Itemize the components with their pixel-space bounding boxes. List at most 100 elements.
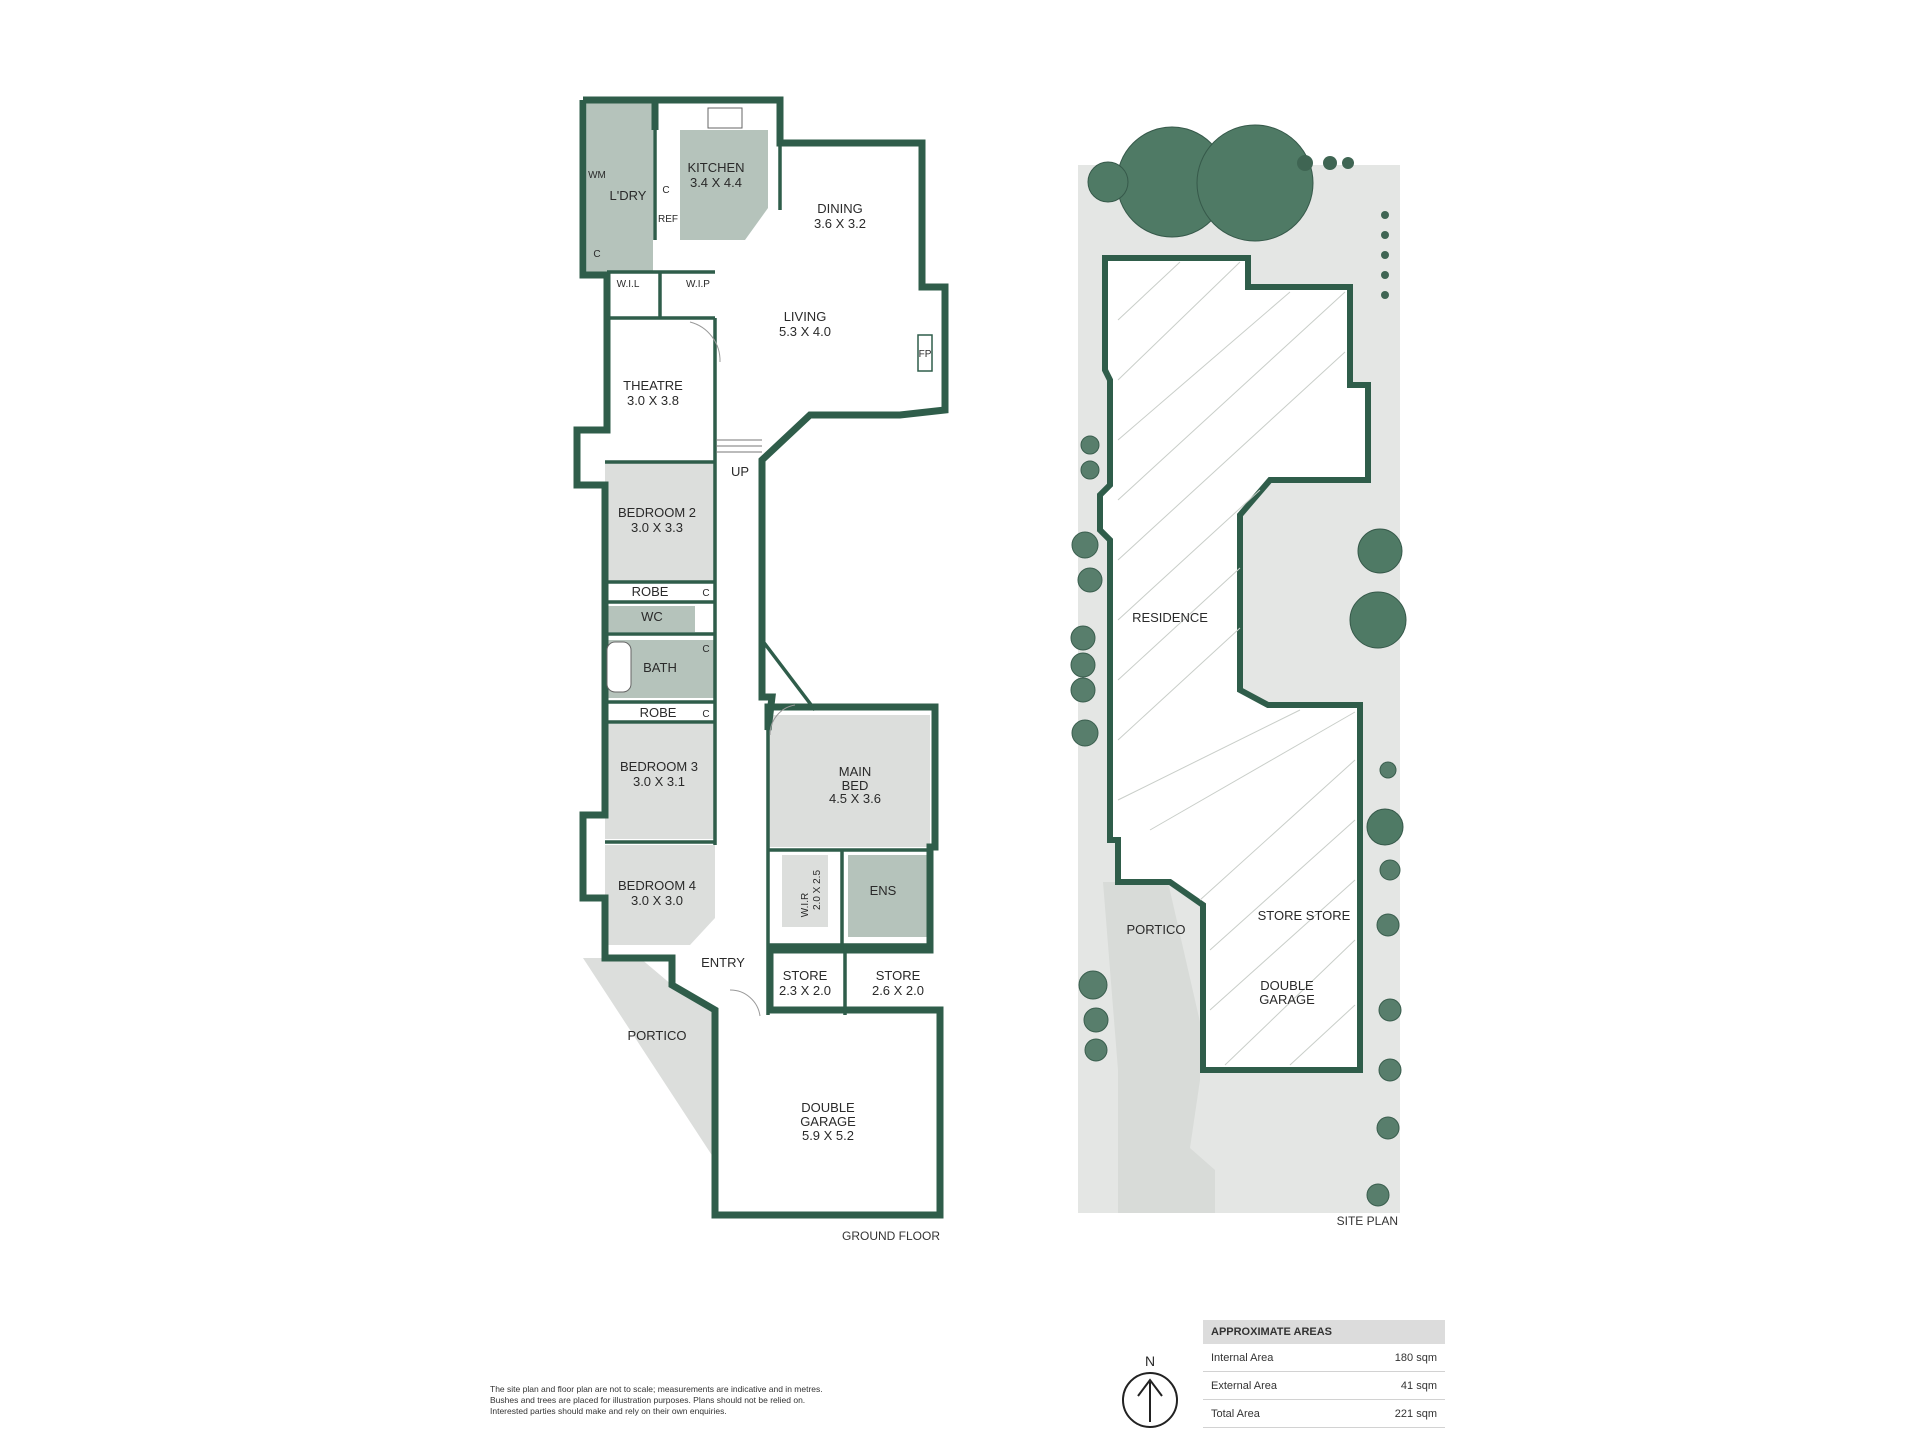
areas-row: Total Area 221 sqm bbox=[1203, 1399, 1445, 1428]
residence-footprint bbox=[1097, 255, 1371, 1073]
disclaimer-line: Bushes and trees are placed for illustra… bbox=[490, 1395, 806, 1405]
label-c-bath: C bbox=[702, 644, 709, 655]
shrub-icon bbox=[1070, 625, 1096, 651]
sink-icon bbox=[707, 107, 743, 129]
main-bed-fill bbox=[768, 715, 930, 847]
shrubs bbox=[1070, 435, 1402, 1207]
areas-header-row: APPROXIMATE AREAS bbox=[1203, 1320, 1445, 1344]
tree-icon bbox=[1366, 808, 1404, 846]
ground-floor-plan: L'DRY KITCHEN 3.4 X 4.4 DINING 3.6 X 3.2… bbox=[573, 96, 949, 1243]
room-label-theatre: THEATRE bbox=[623, 378, 683, 393]
bedroom-4-fill bbox=[605, 845, 715, 945]
room-size-main-bed: 4.5 X 3.6 bbox=[829, 791, 881, 806]
room-label-living: LIVING bbox=[784, 309, 827, 324]
shrub-icon bbox=[1376, 1116, 1400, 1140]
label-wir: W.I.R bbox=[800, 893, 811, 917]
site-label-residence: RESIDENCE bbox=[1132, 610, 1208, 625]
label-c-robe-2: C bbox=[702, 709, 709, 720]
room-label-bedroom-3: BEDROOM 3 bbox=[620, 759, 698, 774]
room-size-bedroom-2: 3.0 X 3.3 bbox=[631, 520, 683, 535]
label-ens: ENS bbox=[870, 883, 897, 898]
label-portico: PORTICO bbox=[628, 1028, 687, 1043]
tree-icon bbox=[1196, 124, 1314, 242]
room-size-bedroom-4: 3.0 X 3.0 bbox=[631, 893, 683, 908]
room-label-dining: DINING bbox=[817, 201, 863, 216]
compass-label: N bbox=[1145, 1353, 1155, 1369]
room-label-bath: BATH bbox=[643, 660, 677, 675]
tree-icon bbox=[1349, 591, 1407, 649]
hedge-dots bbox=[1297, 155, 1389, 299]
stairs-icon bbox=[716, 439, 762, 453]
bedroom-2-fill bbox=[605, 462, 715, 582]
wir-fill bbox=[782, 855, 828, 927]
label-wc: WC bbox=[641, 609, 663, 624]
approximate-areas-table: APPROXIMATE AREAS Internal Area 180 sqm … bbox=[1203, 1320, 1445, 1428]
shrub-icon bbox=[1077, 567, 1103, 593]
outer-wall bbox=[573, 96, 949, 1219]
shrub-icon bbox=[1376, 913, 1400, 937]
site-label-store-store: STORE STORE bbox=[1258, 908, 1351, 923]
shrub-icon bbox=[1080, 460, 1100, 480]
north-compass: N bbox=[1122, 1353, 1178, 1428]
label-c-laundry: C bbox=[593, 249, 600, 260]
door-swing-icon-3 bbox=[769, 704, 796, 736]
compass-arrow-icon bbox=[1137, 1378, 1163, 1422]
room-label-laundry: L'DRY bbox=[610, 188, 647, 203]
door-swing-icon bbox=[689, 321, 721, 363]
site-label-portico: PORTICO bbox=[1127, 922, 1186, 937]
shrub-icon bbox=[1078, 970, 1108, 1000]
trees bbox=[1087, 124, 1407, 846]
door-swing-icon-2 bbox=[729, 989, 761, 1017]
room-label-bedroom-4: BEDROOM 4 bbox=[618, 878, 696, 893]
tree-icon bbox=[1087, 161, 1129, 203]
areas-row-value: 41 sqm bbox=[1344, 1371, 1445, 1400]
areas-row: Internal Area 180 sqm bbox=[1203, 1344, 1445, 1372]
residence-hatching bbox=[1117, 261, 1356, 1066]
shrub-icon bbox=[1070, 652, 1096, 678]
driveway bbox=[1103, 882, 1215, 1213]
room-size-store-1: 2.3 X 2.0 bbox=[779, 983, 831, 998]
room-size-bedroom-3: 3.0 X 3.1 bbox=[633, 774, 685, 789]
bedroom-3-fill bbox=[605, 724, 715, 839]
laundry-fill bbox=[587, 102, 653, 272]
shrub-icon bbox=[1071, 531, 1099, 559]
disclaimer-line: Interested parties should make and rely … bbox=[490, 1406, 727, 1416]
areas-row-label: Internal Area bbox=[1203, 1344, 1345, 1372]
label-entry: ENTRY bbox=[701, 955, 745, 970]
label-robe-1: ROBE bbox=[632, 584, 669, 599]
bathtub-icon bbox=[606, 641, 632, 693]
areas-row-value: 180 sqm bbox=[1344, 1344, 1445, 1372]
disclaimer-line: The site plan and floor plan are not to … bbox=[490, 1384, 823, 1394]
shrub-icon bbox=[1379, 761, 1397, 779]
label-wm: WM bbox=[588, 170, 606, 181]
caption-site-plan: SITE PLAN bbox=[1337, 1214, 1398, 1228]
room-size-kitchen: 3.4 X 4.4 bbox=[690, 175, 742, 190]
fireplace-icon bbox=[917, 334, 933, 372]
label-wil: W.I.L bbox=[617, 279, 640, 290]
shrub-icon bbox=[1070, 677, 1096, 703]
shrub-icon bbox=[1084, 1038, 1108, 1062]
room-size-theatre: 3.0 X 3.8 bbox=[627, 393, 679, 408]
shrub-icon bbox=[1080, 435, 1100, 455]
room-size-living: 5.3 X 4.0 bbox=[779, 324, 831, 339]
areas-row-value: 221 sqm bbox=[1344, 1399, 1445, 1428]
label-up: UP bbox=[731, 464, 749, 479]
label-robe-2: ROBE bbox=[640, 705, 677, 720]
disclaimer: The site plan and floor plan are not to … bbox=[490, 1384, 870, 1417]
label-c-kitchen: C bbox=[662, 185, 669, 196]
compass-icon bbox=[1122, 1372, 1178, 1428]
room-size-store-2: 2.6 X 2.0 bbox=[872, 983, 924, 998]
shrub-icon bbox=[1378, 1058, 1402, 1082]
shrub-icon bbox=[1379, 859, 1401, 881]
tree-icon bbox=[1357, 528, 1403, 574]
label-wip: W.I.P bbox=[686, 279, 710, 290]
areas-row: External Area 41 sqm bbox=[1203, 1371, 1445, 1400]
shrub-icon bbox=[1083, 1007, 1109, 1033]
shrub-icon bbox=[1378, 998, 1402, 1022]
room-size-dining: 3.6 X 3.2 bbox=[814, 216, 866, 231]
label-c-robe-1: C bbox=[702, 588, 709, 599]
